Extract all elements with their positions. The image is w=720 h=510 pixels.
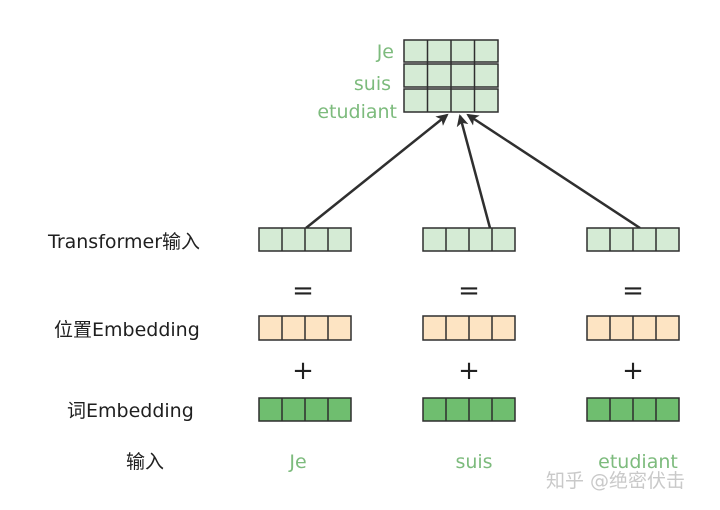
equals-sign-etudiant: = bbox=[622, 276, 644, 306]
input-label: 输入 bbox=[126, 451, 164, 473]
input-token-etudiant: etudiant bbox=[598, 451, 678, 473]
equals-sign-je: = bbox=[292, 276, 314, 306]
word-embedding-label: 词Embedding bbox=[67, 400, 194, 422]
output-label-etudiant: etudiant bbox=[317, 101, 397, 123]
watermark: 知乎 @绝密伏击 bbox=[546, 470, 685, 492]
transformer-input-label: Transformer输入 bbox=[47, 231, 200, 253]
plus-sign-je: + bbox=[292, 356, 314, 386]
position-embedding-vector-etudiant bbox=[586, 315, 680, 341]
input-token-je: Je bbox=[288, 451, 306, 473]
arrow-suis bbox=[456, 114, 492, 229]
input-token-suis: suis bbox=[455, 451, 492, 473]
word-embedding-vector-suis bbox=[422, 397, 516, 422]
plus-sign-etudiant: + bbox=[622, 356, 644, 386]
arrow-je bbox=[305, 113, 449, 229]
output-matrix bbox=[403, 39, 499, 113]
transformer-input-vector-je bbox=[258, 227, 352, 252]
word-embedding-vector-je bbox=[258, 397, 352, 422]
output-label-je: Je bbox=[376, 41, 394, 63]
plus-sign-suis: + bbox=[458, 356, 480, 386]
position-embedding-vector-suis bbox=[422, 315, 516, 341]
arrow-etudiant bbox=[466, 113, 641, 230]
transformer-input-vector-etudiant bbox=[586, 227, 680, 252]
equals-sign-suis: = bbox=[458, 276, 480, 306]
output-label-suis: suis bbox=[354, 73, 391, 95]
position-embedding-label: 位置Embedding bbox=[54, 319, 200, 341]
transformer-input-vector-suis bbox=[422, 227, 516, 252]
word-embedding-vector-etudiant bbox=[586, 397, 680, 422]
position-embedding-vector-je bbox=[258, 315, 352, 341]
